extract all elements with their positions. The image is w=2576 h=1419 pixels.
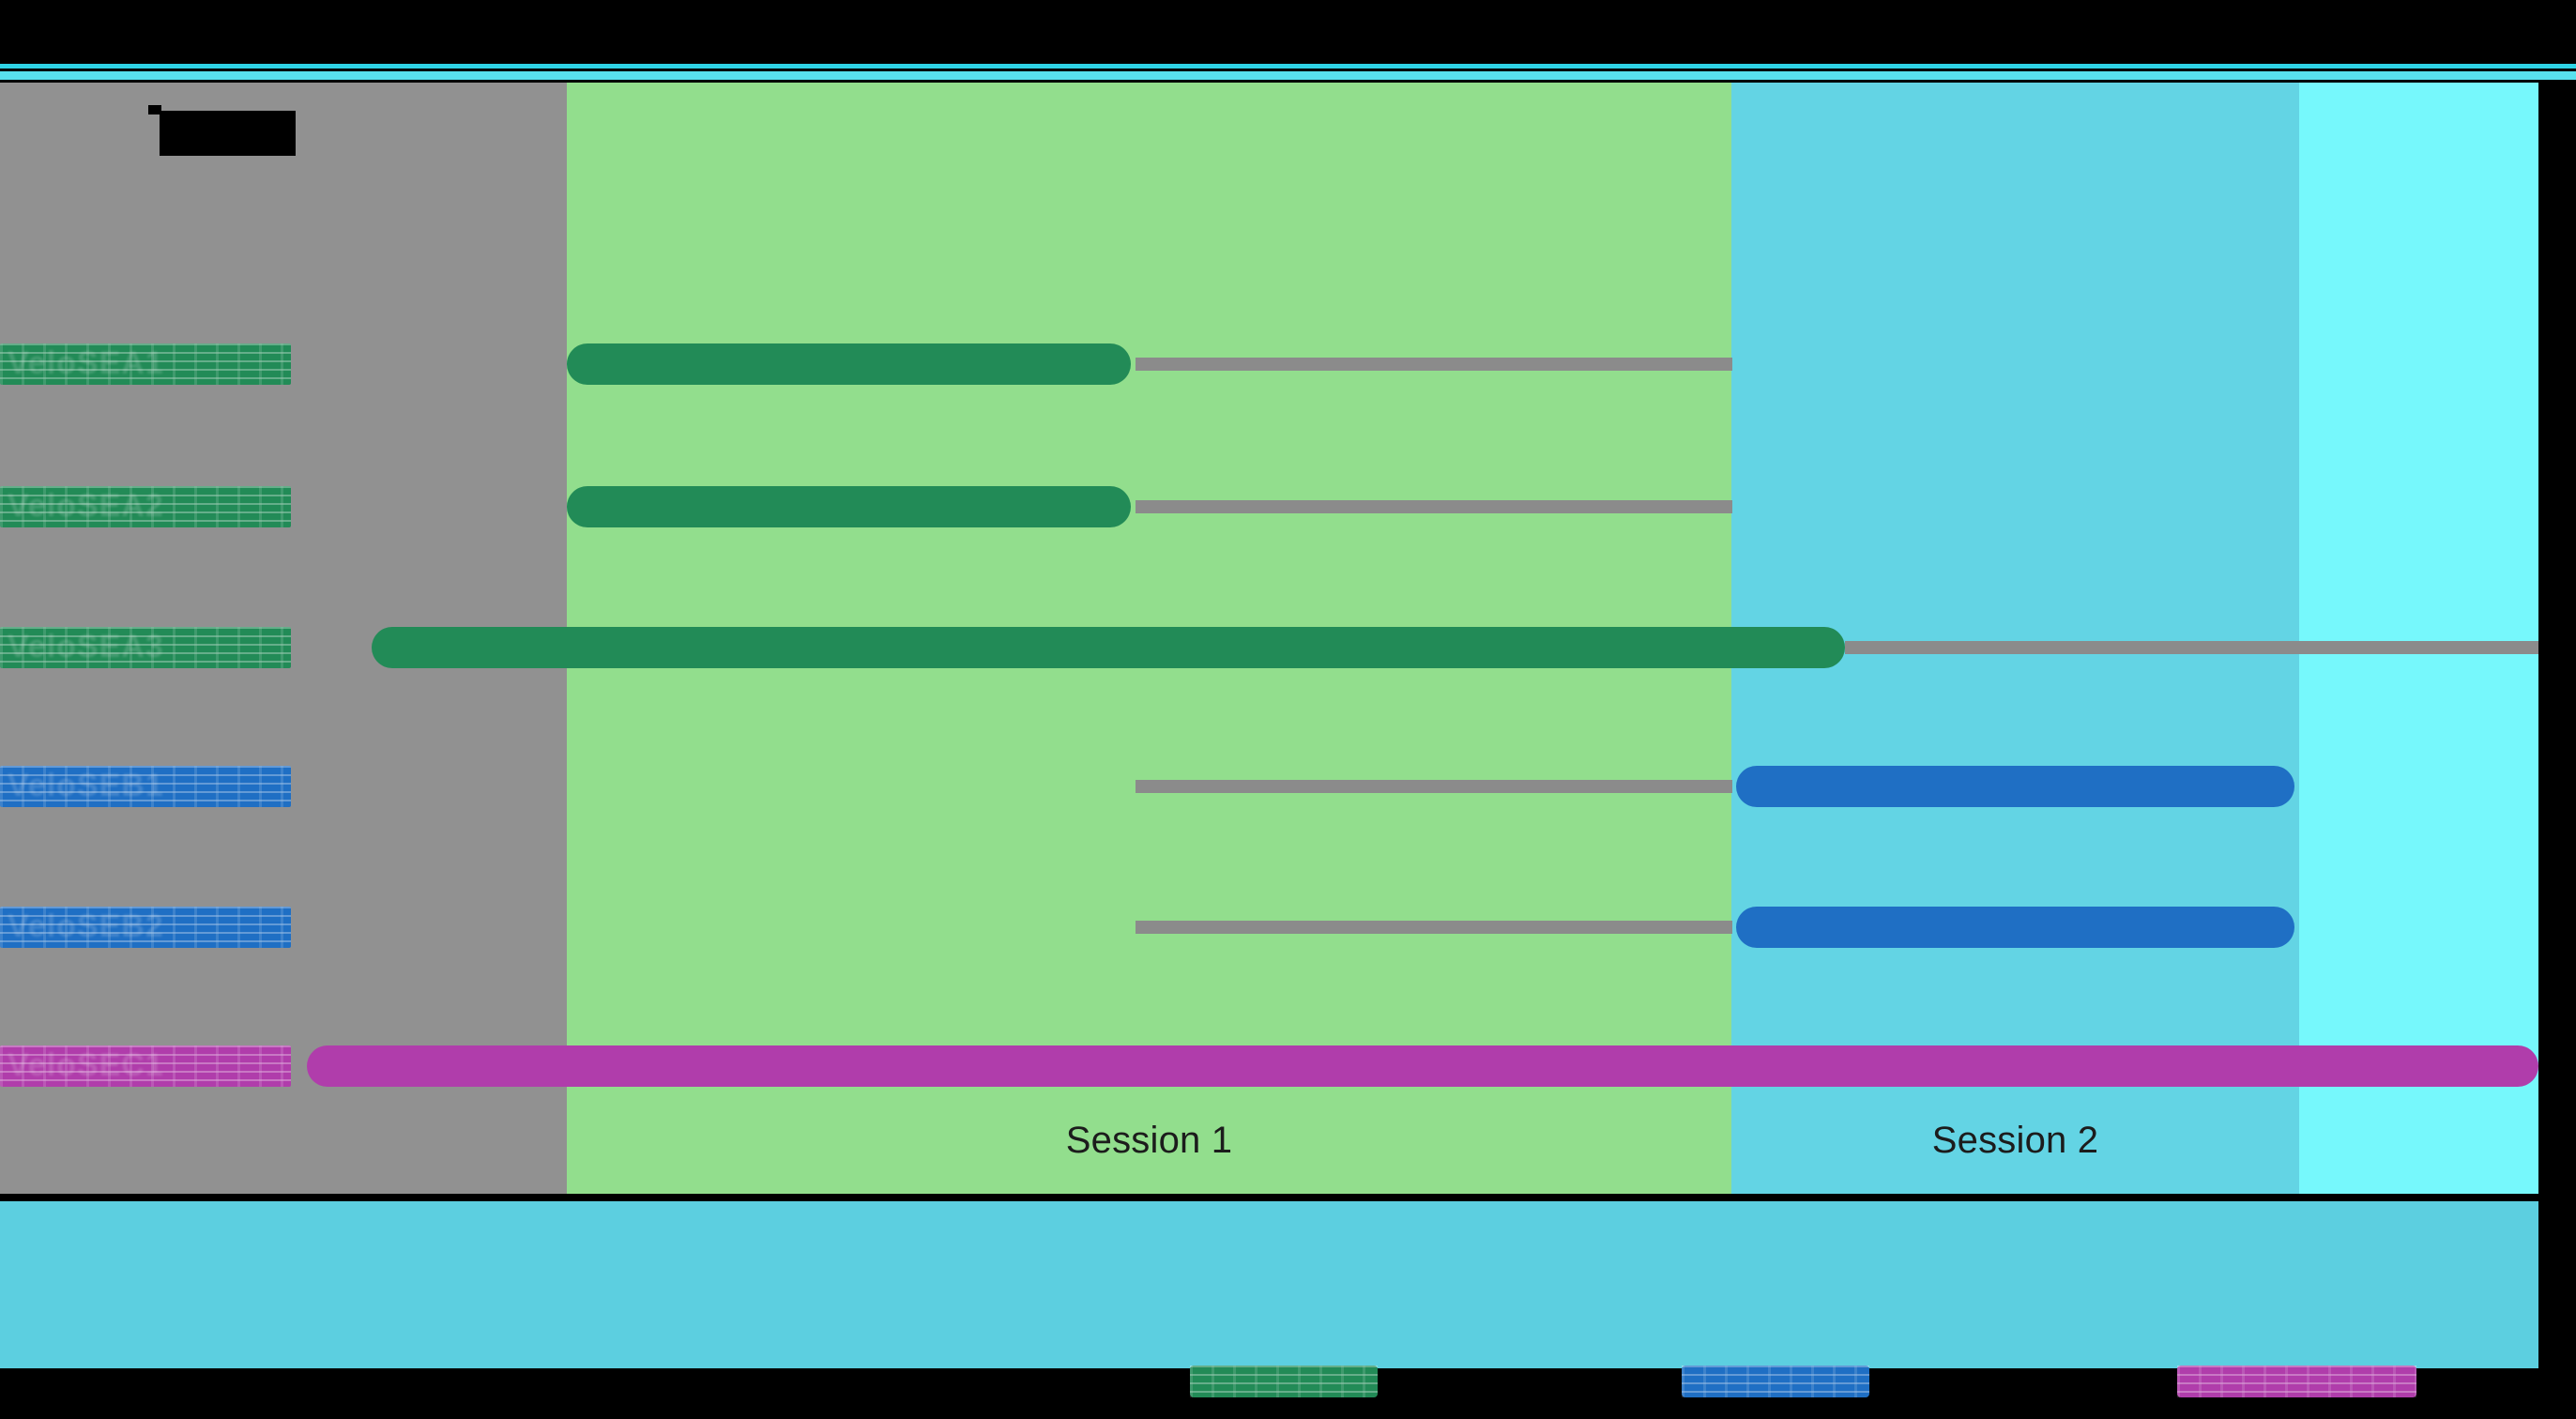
redaction-noise xyxy=(2177,1366,2416,1397)
redaction-noise xyxy=(0,1045,291,1087)
session-band-label: Session 1 xyxy=(1065,1120,1233,1161)
redaction-noise xyxy=(0,343,291,385)
chart-title-redaction xyxy=(160,111,296,156)
row-label-velosea1[interactable]: VeloSEA1 xyxy=(0,343,291,385)
bottom-strip xyxy=(0,1201,2538,1368)
task-bar[interactable] xyxy=(567,486,1131,527)
legend-swatch xyxy=(1682,1366,1869,1397)
redaction-noise xyxy=(0,627,291,668)
task-bar[interactable] xyxy=(307,1045,2538,1087)
row-label-text: VeloSEC1 xyxy=(8,1047,164,1084)
gantt-plot-area[interactable]: Session 1 Session 2 VeloSEA1VeloSEA2VeloS… xyxy=(0,83,2538,1194)
row-label-text: VeloSEA3 xyxy=(8,629,164,665)
session-band-3 xyxy=(2299,83,2538,1194)
top-accent-rule-secondary xyxy=(0,64,2576,69)
legend-item[interactable] xyxy=(1190,1366,1378,1419)
legend-item[interactable] xyxy=(2177,1366,2416,1419)
redaction-noise xyxy=(1190,1366,1378,1397)
row-label-text: VeloSEB1 xyxy=(8,768,164,804)
row-label-velosea3[interactable]: VeloSEA3 xyxy=(0,627,291,668)
row-track xyxy=(1136,780,1732,793)
row-label-velosea2[interactable]: VeloSEA2 xyxy=(0,486,291,527)
row-label-veloseb1[interactable]: VeloSEB1 xyxy=(0,766,291,807)
task-bar[interactable] xyxy=(1736,907,2294,948)
legend[interactable] xyxy=(0,1366,2576,1419)
row-label-velosec1[interactable]: VeloSEC1 xyxy=(0,1045,291,1087)
task-bar[interactable] xyxy=(1736,766,2294,807)
row-label-text: VeloSEA2 xyxy=(8,488,164,525)
redaction-noise xyxy=(0,907,291,948)
row-track xyxy=(1136,921,1732,934)
redaction-noise xyxy=(0,766,291,807)
task-bar[interactable] xyxy=(567,343,1131,385)
row-label-text: VeloSEB2 xyxy=(8,908,164,945)
row-track xyxy=(1136,500,1732,513)
session-band-label: Session 2 xyxy=(1931,1120,2099,1161)
row-label-text: VeloSEA1 xyxy=(8,345,164,382)
top-accent-rule xyxy=(0,71,2576,80)
row-track xyxy=(1845,641,2538,654)
task-bar[interactable] xyxy=(372,627,1845,668)
chart-title-redaction-tail xyxy=(148,105,161,114)
redaction-noise xyxy=(1682,1366,1869,1397)
redaction-noise xyxy=(0,486,291,527)
legend-swatch xyxy=(2177,1366,2416,1397)
legend-swatch xyxy=(1190,1366,1378,1397)
row-track xyxy=(1136,358,1732,371)
row-label-veloseb2[interactable]: VeloSEB2 xyxy=(0,907,291,948)
legend-item[interactable] xyxy=(1682,1366,1869,1419)
